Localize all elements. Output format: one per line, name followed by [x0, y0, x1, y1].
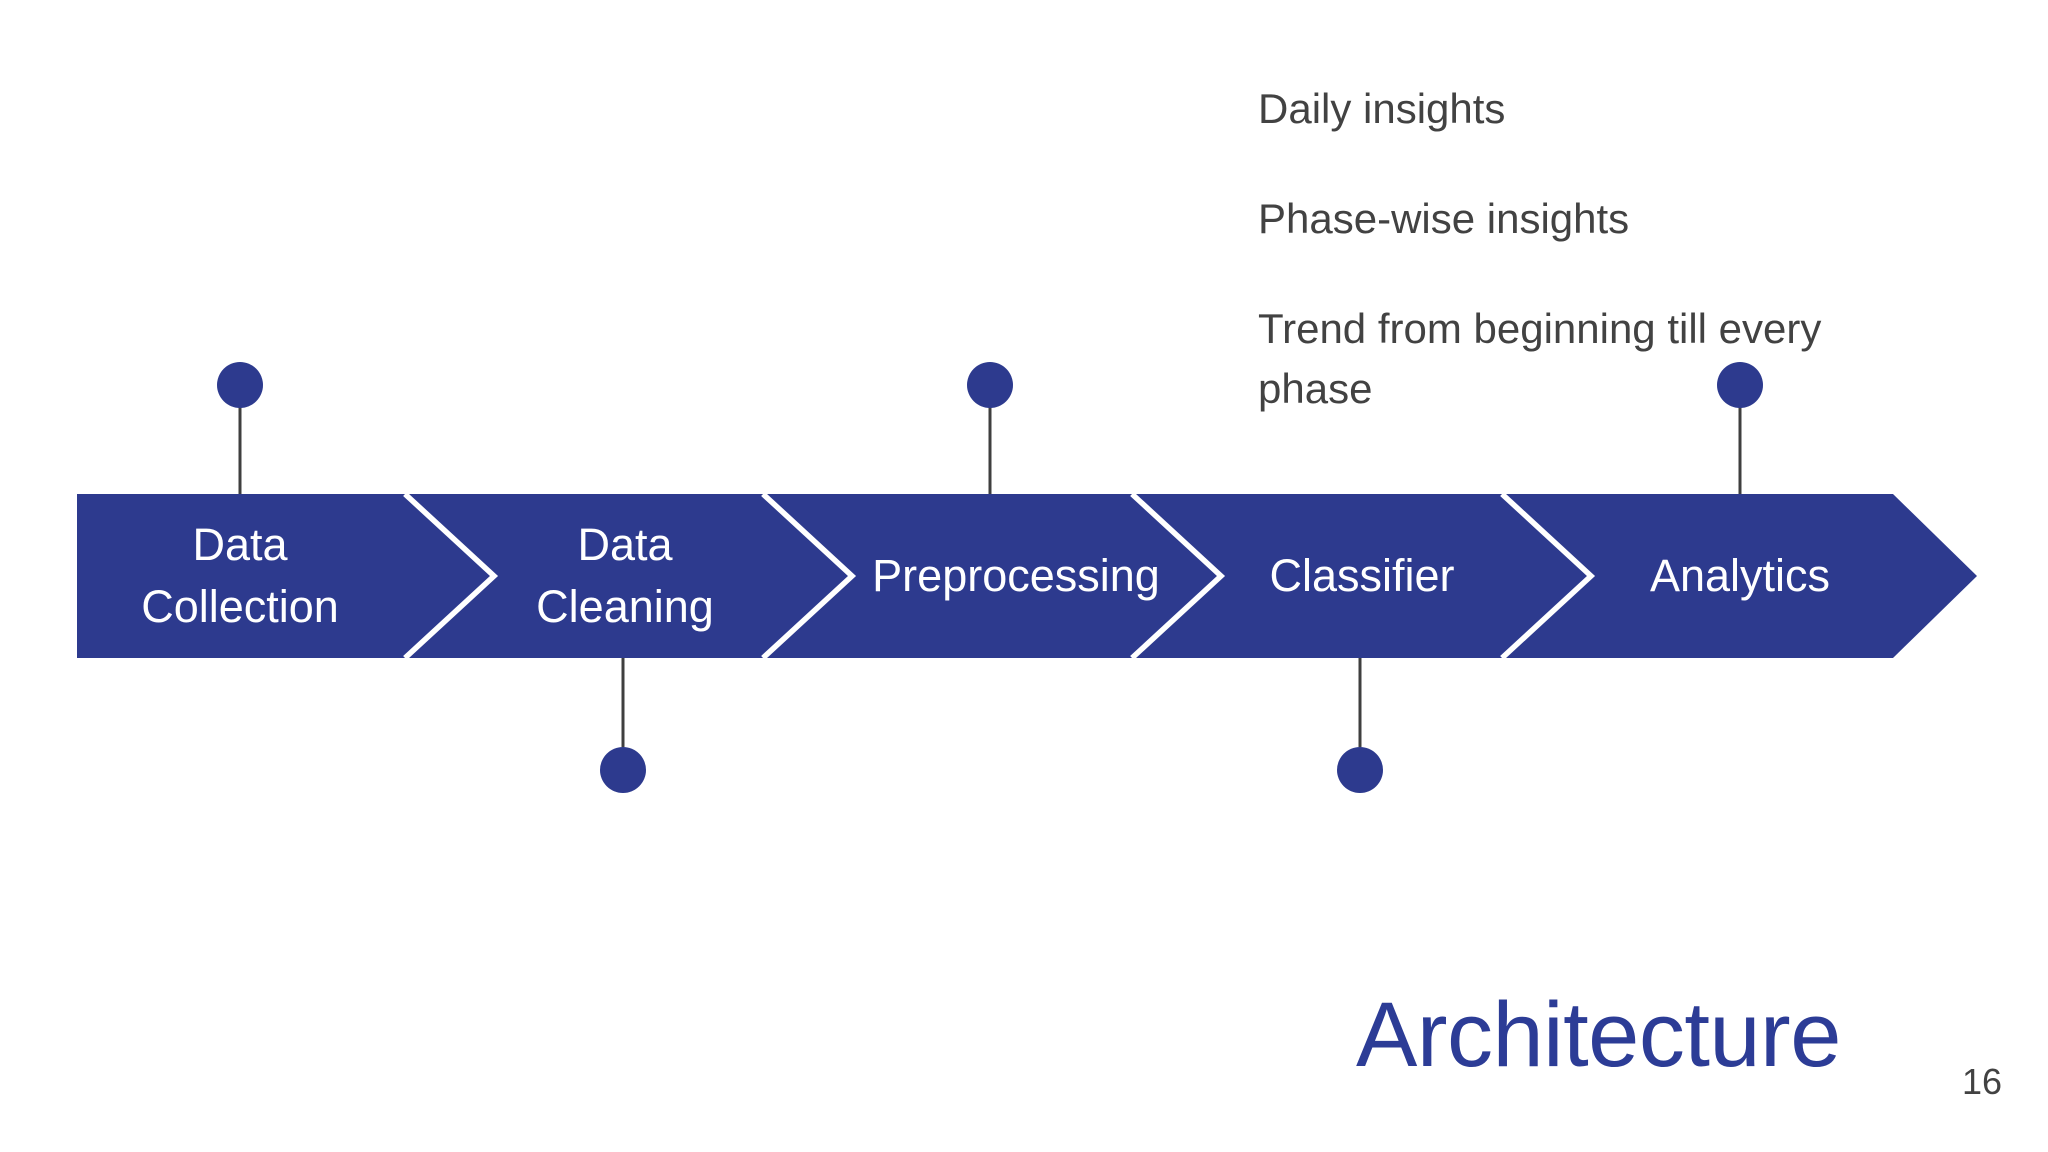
- chevron-separator-2: [761, 491, 857, 661]
- timeline-dot-data-cleaning: [600, 747, 646, 793]
- step-label-analytics: Analytics: [1650, 494, 1830, 658]
- timeline-dot-preprocessing: [967, 362, 1013, 408]
- step-label-classifier: Classifier: [1269, 494, 1454, 658]
- slide-title: Architecture: [1356, 984, 1841, 1086]
- insights-text-block: Daily insights Phase-wise insights Trend…: [1258, 79, 1870, 469]
- step-label-line: Collection: [141, 581, 339, 632]
- timeline-dot-analytics: [1717, 362, 1763, 408]
- insight-item-trend: Trend from beginning till every phase: [1258, 305, 1822, 412]
- step-label-line: Analytics: [1649, 550, 1831, 601]
- step-label-line: Data: [192, 519, 288, 570]
- step-label-line: Data: [577, 519, 673, 570]
- step-label-data-cleaning: Data Cleaning: [536, 494, 714, 658]
- step-label-data-collection: Data Collection: [141, 494, 339, 658]
- step-label-line: Cleaning: [536, 581, 714, 632]
- insight-item-daily: Daily insights: [1258, 85, 1506, 132]
- chevron-separator-4: [1500, 491, 1596, 661]
- timeline-dot-data-collection: [217, 362, 263, 408]
- timeline-dot-classifier: [1337, 747, 1383, 793]
- chevron-separator-1: [403, 491, 499, 661]
- process-band-arrow: [77, 494, 1977, 658]
- insight-item-phase-wise: Phase-wise insights: [1258, 195, 1630, 242]
- chevron-separator-3: [1130, 491, 1226, 661]
- step-label-preprocessing: Preprocessing: [872, 494, 1160, 658]
- step-label-line: Classifier: [1269, 550, 1455, 601]
- page-number: 16: [1962, 1061, 2003, 1102]
- step-label-line: Preprocessing: [872, 550, 1160, 601]
